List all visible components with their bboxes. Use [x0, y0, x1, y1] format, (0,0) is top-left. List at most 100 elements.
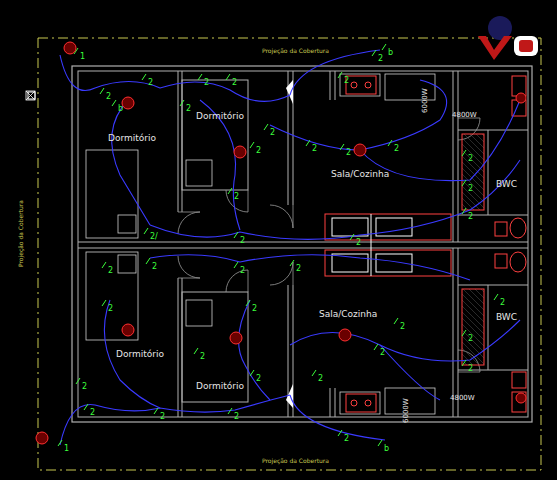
switch-tick — [462, 360, 466, 366]
room-area: Dormitório — [80, 250, 178, 418]
label-holder: 2 — [90, 400, 95, 419]
label-holder: b — [384, 436, 389, 455]
switch-tick — [382, 44, 386, 50]
circuit-number: 2 — [468, 155, 473, 163]
label-holder: 2 — [232, 70, 237, 89]
circuit-number: 2 — [240, 267, 245, 275]
label-holder: 2 — [240, 228, 245, 247]
circuit-number: 2 — [240, 237, 245, 245]
label-holder: 2 — [500, 290, 505, 309]
label-holder: 2 — [234, 184, 239, 203]
label-holder: 2 — [312, 136, 317, 155]
switch-tick — [246, 300, 250, 306]
stove — [346, 76, 376, 412]
furniture — [86, 74, 435, 414]
label-holder: 1 — [80, 44, 85, 63]
inner-wall — [78, 71, 528, 417]
circuit-number: 2 — [312, 145, 317, 153]
label-holder: 2 — [380, 340, 385, 359]
power-rating: 6000W — [422, 88, 429, 113]
label-holder: 2 — [252, 296, 257, 315]
switch-tick — [144, 228, 148, 234]
switch-tick — [228, 188, 232, 194]
room-area: Sala/Cozinha — [293, 250, 453, 418]
switch-tick — [146, 258, 150, 264]
switch-tick — [494, 294, 498, 300]
label-holder: 2 — [106, 84, 111, 103]
circuit-number: 2 — [232, 79, 237, 87]
circuit-number: 2 — [160, 413, 165, 421]
switch-tick — [338, 430, 342, 436]
switch-tick — [394, 318, 398, 324]
switch-tick — [84, 404, 88, 410]
circuit-number: 2 — [108, 305, 113, 313]
switch-tick — [142, 74, 146, 80]
label-holder: 2 — [186, 96, 191, 115]
roof-projection-note: Projeção da Cobertura — [262, 458, 329, 464]
room-name: Dormitório — [196, 382, 244, 391]
switch-tick — [388, 140, 392, 146]
room-area: BWC — [458, 285, 528, 370]
meter-box — [26, 91, 35, 100]
circuit-number: 2 — [270, 129, 275, 137]
switch-tick — [312, 370, 316, 376]
circuit-number: 2 — [356, 239, 361, 247]
label-holder: 2 — [152, 254, 157, 273]
circuit-number: 2 — [468, 365, 473, 373]
circuit-number: b — [388, 49, 393, 57]
circuit-number: 2 — [148, 79, 153, 87]
label-holder: 2 — [356, 230, 361, 249]
label-holder: 1 — [64, 436, 69, 455]
switch-tick — [234, 232, 238, 238]
lamp-symbols — [36, 42, 526, 444]
circuit-number: 2 — [296, 265, 301, 273]
label-holder: 2 — [82, 374, 87, 393]
switch-tick — [350, 234, 354, 240]
label-holder: 2 — [108, 296, 113, 315]
switch-tick — [102, 300, 106, 306]
room-area: BWC — [458, 130, 528, 215]
room-area: Dormitório — [80, 72, 178, 240]
label-holder: 2 — [468, 176, 473, 195]
label-holder: 2 — [344, 68, 349, 87]
switch-tick — [226, 74, 230, 80]
circuit-number: 2 — [468, 185, 473, 193]
switch-tick — [194, 348, 198, 354]
switch-tick — [102, 262, 106, 268]
switch-tick — [306, 140, 310, 146]
label-holder: 2 — [400, 314, 405, 333]
switch-tick — [112, 100, 116, 106]
outer-wall — [72, 66, 532, 422]
circuit-number: 2 — [234, 193, 239, 201]
label-holder: 2 — [234, 404, 239, 423]
switch-tick — [340, 144, 344, 150]
switch-tick — [250, 370, 254, 376]
roof-projection-note: Projeção da Cobertura — [262, 48, 329, 54]
circuit-number: 2 — [204, 79, 209, 87]
circuit-number: 2 — [256, 375, 261, 383]
roof-projection-note: Projeção da Cobertura — [18, 200, 24, 267]
label-holder: 2 — [148, 70, 153, 89]
switch-tick — [290, 260, 294, 266]
room-name: BWC — [496, 180, 517, 189]
circuit-number: 2 — [346, 149, 351, 157]
label-holder: b — [118, 96, 123, 115]
circuit-number: b — [384, 445, 389, 453]
label-holder: 2/ — [150, 224, 158, 243]
switch-tick — [180, 100, 184, 106]
windows — [28, 80, 293, 408]
label-holder: 2 — [378, 46, 383, 65]
circuit-number: 1 — [64, 445, 69, 453]
roof-projection — [38, 38, 541, 470]
label-holder: Projeção da Cobertura — [262, 448, 329, 467]
room-name: Sala/Cozinha — [319, 310, 377, 319]
circuit-number: 2 — [186, 105, 191, 113]
circuit-number: 2 — [394, 145, 399, 153]
circuit-number: 2 — [82, 383, 87, 391]
label-holder: 4800W — [450, 385, 475, 404]
bathroom-fixtures — [462, 76, 526, 412]
switch-tick — [338, 72, 342, 78]
label-holder: 2 — [270, 120, 275, 139]
room-name: Dormitório — [196, 112, 244, 121]
